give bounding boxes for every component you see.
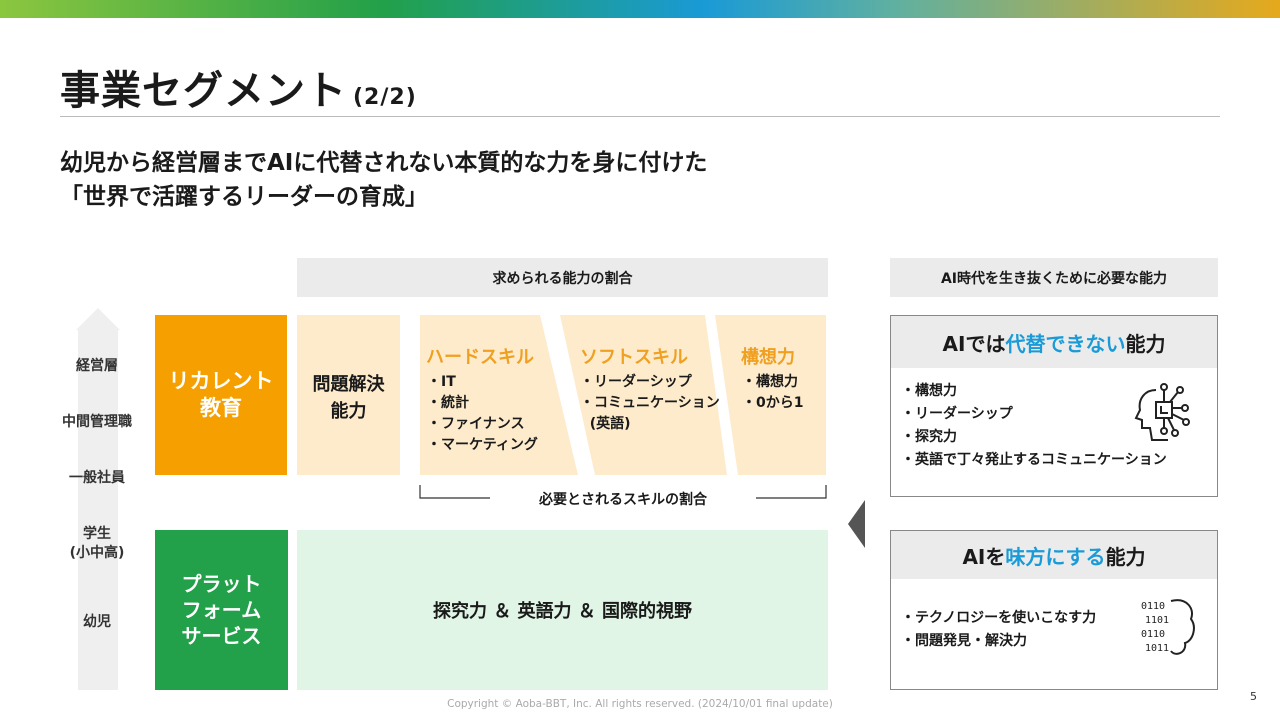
level-infant: 幼児	[83, 614, 111, 630]
bracket-left	[419, 485, 490, 499]
level-arrow	[78, 330, 118, 690]
problem-solving-line2: 能力	[330, 401, 367, 422]
hard-skill-list: ・IT ・統計 ・ファイナンス ・マーケティング	[427, 374, 538, 453]
level-executive: 経営層	[76, 358, 118, 374]
card2-title-post: 能力	[1105, 544, 1146, 569]
irreplaceable-ability-card: AIでは代替できない能力 ・構想力 ・リーダーシップ ・探究力 ・英語で丁々発止…	[890, 315, 1218, 497]
hard-skill-shape	[420, 315, 578, 475]
concept-skill-shape	[715, 315, 826, 475]
up-arrow-icon	[76, 308, 120, 330]
platform-line3: サービス	[181, 624, 262, 648]
svg-text:1011: 1011	[1145, 643, 1169, 654]
problem-solving-line1: 問題解決	[312, 374, 385, 395]
platform-content: 探究力 ＆ 英語力 ＆ 国際的視野	[432, 601, 693, 622]
ai-head-icon	[1134, 383, 1190, 441]
svg-text:0110: 0110	[1141, 629, 1165, 640]
card1-title-pre: AIでは	[942, 331, 1006, 356]
right-header: AI時代を生き抜くために必要な能力	[890, 258, 1218, 297]
soft-skill-list: ・リーダーシップ ・コミュニケーション (英語)	[580, 374, 720, 432]
card2-title: AIを味方にする能力	[891, 531, 1217, 579]
platform-line1: プラット	[181, 572, 262, 596]
svg-text:1101: 1101	[1145, 615, 1169, 626]
card1-list: ・構想力 ・リーダーシップ ・探究力 ・英語で丁々発止するコミュニケーション	[901, 383, 1167, 468]
title-divider	[60, 116, 1220, 117]
soft-skill-shape	[560, 315, 727, 475]
subtitle-line1: 幼児から経営層までAIに代替されない本質的な力を身に付けた	[60, 150, 708, 176]
bracket-right	[756, 485, 827, 499]
skill-ratio-label: 必要とされるスキルの割合	[539, 492, 707, 508]
recurrent-line1: リカレント	[168, 369, 274, 393]
svg-text:0110: 0110	[1141, 601, 1165, 612]
card2-title-highlight: 味方にする	[1005, 544, 1106, 569]
problem-solving-box: 問題解決能力	[297, 315, 400, 475]
level-middle-management: 中間管理職	[62, 414, 132, 430]
level-student-sub: (小中高)	[69, 545, 125, 561]
concept-skill-title: 構想力	[741, 347, 795, 368]
title-page: (2/2)	[353, 85, 417, 110]
platform-line2: フォーム	[181, 598, 262, 622]
subtitle-line2: 「世界で活躍するリーダーの育成」	[60, 184, 428, 210]
card2-list: ・テクノロジーを使いこなす力 ・問題発見・解決力	[901, 610, 1097, 649]
card1-title-post: 能力	[1125, 331, 1166, 356]
soft-skill-title: ソフトスキル	[580, 347, 688, 368]
platform-service-box: プラットフォームサービス	[155, 530, 288, 690]
ai-ally-ability-card: AIを味方にする能力 ・テクノロジーを使いこなす力 ・問題発見・解決力 0110…	[890, 530, 1218, 690]
recurrent-education-box: リカレント教育	[155, 315, 287, 475]
binary-brain-icon: 0110 1101 0110 1011	[1141, 599, 1195, 655]
title-text: 事業セグメント	[60, 68, 347, 114]
card1-title: AIでは代替できない能力	[891, 316, 1217, 368]
level-employee: 一般社員	[69, 470, 125, 486]
level-student: 学生	[83, 526, 111, 542]
recurrent-line2: 教育	[200, 396, 242, 420]
hard-skill-title: ハードスキル	[426, 347, 534, 368]
card1-title-highlight: 代替できない	[1005, 331, 1126, 356]
page-title: 事業セグメント(2/2)	[60, 58, 417, 116]
center-header: 求められる能力の割合	[297, 258, 828, 297]
card2-title-pre: AIを	[962, 544, 1006, 569]
platform-content-box: 探究力 ＆ 英語力 ＆ 国際的視野	[297, 530, 828, 690]
left-pointer-triangle	[848, 500, 865, 548]
concept-skill-list: ・構想力 ・0から1	[742, 374, 804, 411]
page-number: 5	[1250, 690, 1257, 703]
copyright: Copyright © Aoba-BBT, Inc. All rights re…	[447, 698, 833, 710]
top-gradient-bar	[0, 0, 1280, 18]
